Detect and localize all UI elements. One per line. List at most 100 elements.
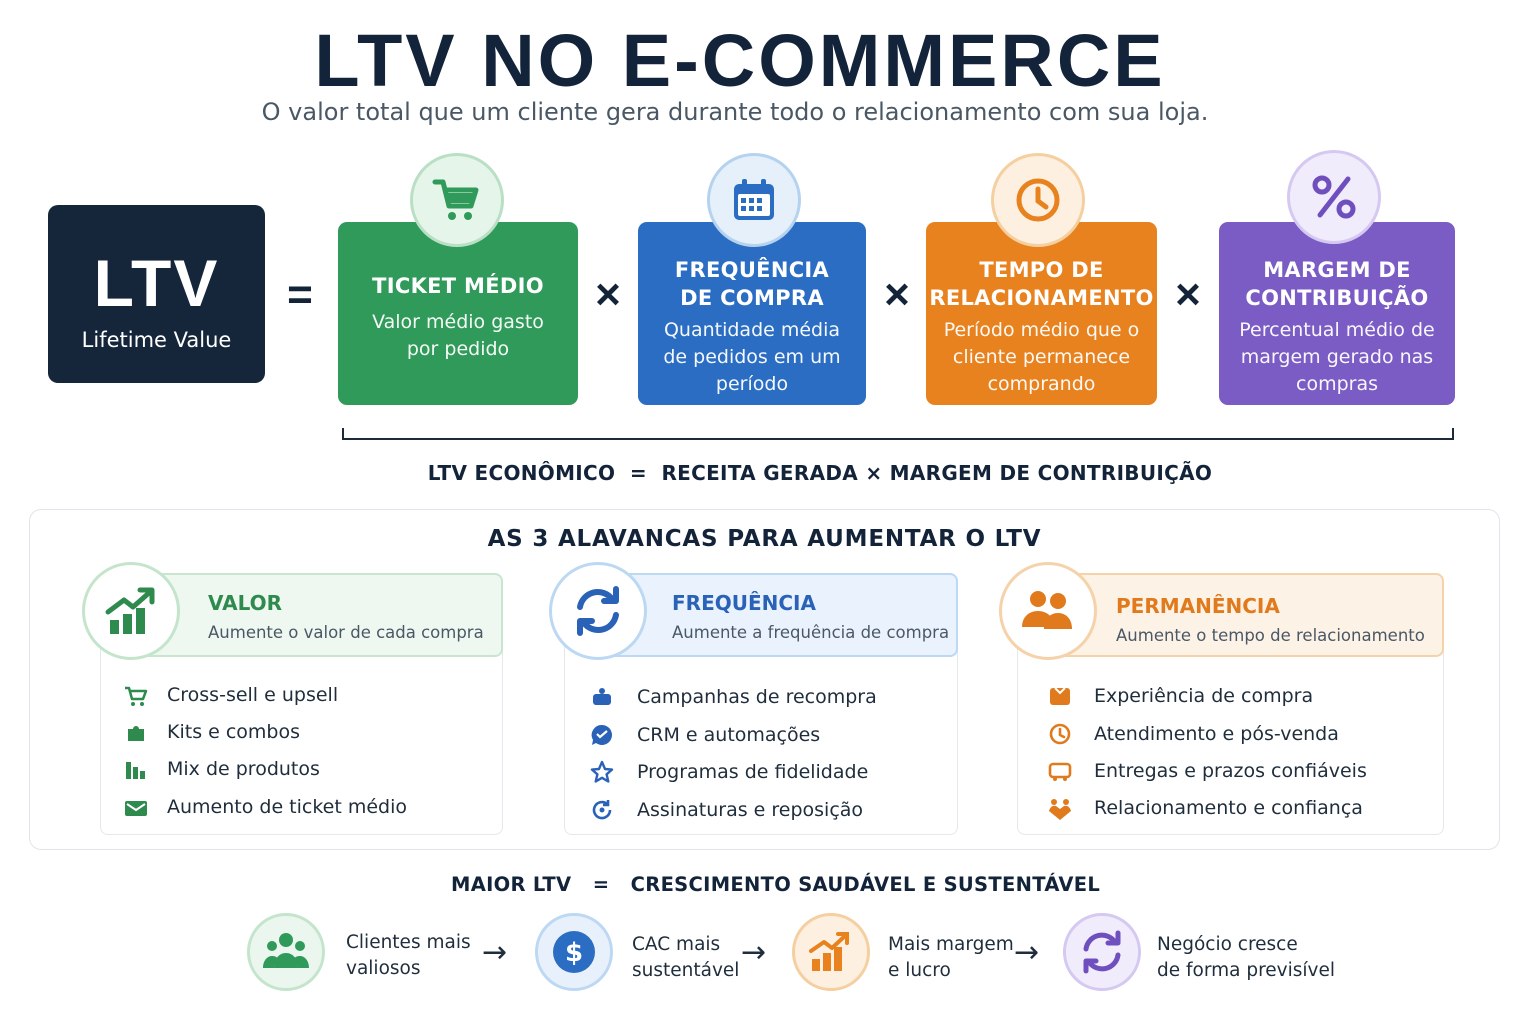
flow-step-line: CAC mais — [632, 934, 721, 955]
flow-step-text: Clientes mais valiosos — [346, 930, 471, 982]
levers-section — [29, 509, 1500, 850]
growth-chart-icon — [82, 562, 180, 660]
factor-desc-line: compras — [1296, 373, 1378, 395]
formula-b: MARGEM DE CONTRIBUIÇÃO — [889, 461, 1213, 485]
lever-list-frequencia — [564, 625, 958, 835]
factor-desc-line: margem gerado nas — [1240, 346, 1434, 368]
handshake-icon — [1049, 799, 1071, 820]
svg-text:$: $ — [565, 938, 583, 968]
lever-item: Programas de fidelidade — [637, 761, 869, 783]
page-subtitle: O valor total que um cliente gera durant… — [261, 98, 1209, 126]
people-icon — [999, 562, 1097, 660]
factor-card-frequencia: FREQUÊNCIA DE COMPRA Quantidade média de… — [638, 222, 866, 405]
lever-subtitle: Aumente a frequência de compra — [672, 623, 950, 642]
flow-step-line: valiosos — [346, 958, 421, 979]
times-operator: × — [1175, 270, 1201, 319]
times-operator: × — [595, 270, 621, 319]
lever-subtitle: Aumente o tempo de relacionamento — [1116, 626, 1425, 645]
bottom-right: CRESCIMENTO SAUDÁVEL E SUSTENTÁVEL — [630, 873, 1101, 896]
lever-item: Entregas e prazos confiáveis — [1094, 760, 1367, 782]
factor-desc-line: Período médio que o — [943, 319, 1140, 341]
people-icon — [247, 913, 325, 991]
factor-desc-line: cliente permanece — [952, 346, 1131, 368]
calendar-icon — [707, 153, 801, 247]
puzzle-icon — [128, 726, 144, 741]
lever-item: Campanhas de recompra — [637, 686, 877, 708]
flow-step-line: e lucro — [888, 960, 951, 981]
page-title: LTV NO E-COMMERCE — [314, 19, 1166, 102]
ltv-label: LTV — [93, 246, 220, 320]
lever-header-permanencia: PERMANÊNCIA Aumente o tempo de relaciona… — [1056, 573, 1444, 657]
shopping-bag-icon — [1050, 687, 1070, 705]
clock-icon — [991, 153, 1085, 247]
formula-eq: = — [629, 461, 647, 485]
lever-subtitle: Aumente o valor de cada compra — [208, 623, 484, 642]
clock-icon — [1049, 723, 1071, 745]
factor-desc-line: Percentual médio de — [1239, 319, 1435, 341]
refresh-icon — [549, 562, 647, 660]
factor-title-line: TICKET MÉDIO — [372, 274, 544, 298]
flow-step-line: Mais margem — [888, 934, 1014, 955]
factor-title-line: MARGEM DE — [1263, 258, 1411, 282]
flow-arrow: → — [741, 935, 767, 970]
lever-item: Assinaturas e reposição — [637, 799, 864, 821]
flow-arrow: → — [482, 935, 508, 970]
factor-title-line: CONTRIBUIÇÃO — [1245, 286, 1429, 310]
formula-times: × — [865, 461, 883, 485]
cart-icon — [125, 686, 148, 706]
factor-card-tempo: TEMPO DE RELACIONAMENTO Período médio qu… — [926, 222, 1157, 405]
factor-card-ticket: TICKET MÉDIO Valor médio gasto por pedid… — [338, 222, 578, 405]
box-icon — [593, 688, 611, 705]
lever-item: Atendimento e pós-venda — [1094, 723, 1339, 745]
bar-chart-icon — [126, 762, 145, 779]
factor-title-line: RELACIONAMENTO — [929, 286, 1154, 310]
chat-heart-icon — [591, 724, 612, 745]
flow-step-line: Clientes mais — [346, 932, 471, 953]
bottom-equation: MAIOR LTV = CRESCIMENTO SAUDÁVEL E SUSTE… — [451, 873, 1100, 896]
cycle-icon — [1063, 913, 1141, 991]
flow-arrow: → — [1014, 935, 1040, 970]
factor-desc-line: Quantidade média — [663, 319, 841, 341]
ltv-economic-formula: LTV ECONÔMICO = RECEITA GERADA × MARGEM … — [340, 461, 1300, 485]
factor-desc-line: Valor médio gasto — [372, 311, 544, 333]
times-operator: × — [884, 270, 910, 319]
flow-step-text: Negócio cresce de forma previsível — [1157, 932, 1335, 984]
flow-step-text: Mais margem e lucro — [888, 932, 1014, 984]
star-icon — [590, 760, 614, 783]
formula-left: LTV ECONÔMICO — [427, 461, 616, 485]
lever-title: PERMANÊNCIA — [1116, 594, 1280, 618]
formula-a: RECEITA GERADA — [661, 461, 859, 485]
flow-step-line: sustentável — [632, 960, 740, 981]
ltv-sublabel: Lifetime Value — [81, 328, 232, 352]
factor-title-line: DE COMPRA — [680, 286, 824, 310]
lever-item: Relacionamento e confiança — [1094, 797, 1363, 819]
factor-desc-line: período — [715, 373, 789, 395]
lever-item: Experiência de compra — [1094, 685, 1314, 707]
dollar-icon: $ — [535, 913, 613, 991]
ltv-box: LTV Lifetime Value — [48, 205, 265, 383]
percent-icon — [1287, 150, 1381, 244]
lever-item: Kits e combos — [167, 721, 301, 743]
lever-list-valor — [100, 625, 503, 835]
flow-step-line: de forma previsível — [1157, 960, 1336, 981]
factor-title-line: FREQUÊNCIA — [674, 258, 830, 282]
factors-bracket — [342, 428, 1454, 440]
factor-card-margem: MARGEM DE CONTRIBUIÇÃO Percentual médio … — [1219, 222, 1455, 405]
lever-header-frequencia: FREQUÊNCIA Aumente a frequência de compr… — [600, 573, 958, 657]
equals-operator: = — [287, 270, 313, 319]
bottom-eq: = — [592, 873, 610, 896]
factor-desc-line: comprando — [987, 373, 1096, 395]
lever-item: Mix de produtos — [167, 758, 320, 780]
growth-chart-icon — [792, 913, 870, 991]
lever-item: Cross-sell e upsell — [167, 684, 339, 706]
lever-header-valor: VALOR Aumente o valor de cada compra — [140, 573, 503, 657]
repeat-icon — [592, 800, 612, 820]
flow-step-text: CAC mais sustentável — [632, 932, 739, 984]
ticket-icon — [125, 801, 147, 816]
lever-title: FREQUÊNCIA — [672, 591, 816, 615]
factor-desc-line: de pedidos em um — [663, 346, 841, 368]
truck-icon — [1048, 762, 1072, 781]
lever-item: CRM e automações — [637, 724, 821, 746]
bottom-left: MAIOR LTV — [451, 873, 572, 896]
factor-title-line: TEMPO DE — [979, 258, 1104, 282]
